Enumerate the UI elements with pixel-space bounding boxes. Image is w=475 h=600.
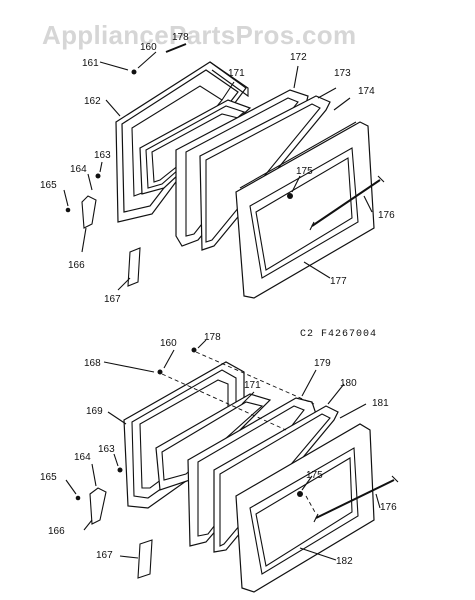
top-part-labels: 160 161 162 163 164 165 166 167 171 172 173 174 175 1… [40, 32, 395, 305]
top-part-label-160: 160 [140, 42, 157, 53]
bottom-part-label-168: 168 [84, 358, 101, 369]
top-part-label-164: 164 [70, 164, 87, 175]
bottom-part-label-164: 164 [74, 452, 91, 463]
part-175-screw-lower [297, 491, 303, 497]
part-164-hinge-bracket-lower [89, 487, 107, 525]
top-part-label-163: 163 [94, 150, 111, 161]
bottom-part-label-166: 166 [48, 526, 65, 537]
top-part-label-177: 177 [330, 276, 347, 287]
top-part-label-174: 174 [358, 86, 375, 97]
bottom-part-label-181: 181 [372, 398, 389, 409]
part-165-screw [65, 207, 71, 213]
alignment-dashes [161, 351, 317, 515]
bottom-part-label-160: 160 [160, 338, 177, 349]
top-part-label-173: 173 [334, 68, 351, 79]
part-176-handle [309, 175, 385, 231]
top-part-label-176: 176 [378, 210, 395, 221]
part-178-screw-lower [191, 347, 197, 353]
part-163-screw [95, 173, 101, 179]
top-part-label-172: 172 [290, 52, 307, 63]
part-167-trim [127, 247, 141, 287]
top-part-label-166: 166 [68, 260, 85, 271]
bottom-part-label-163: 163 [98, 444, 115, 455]
bottom-part-label-180: 180 [340, 378, 357, 389]
bottom-part-label-175: 175 [306, 470, 323, 481]
bottom-part-label-179: 179 [314, 358, 331, 369]
part-160-screw [131, 69, 137, 75]
top-part-label-162: 162 [84, 96, 101, 107]
top-part-label-161: 161 [82, 58, 99, 69]
part-177-outer-door [235, 121, 375, 299]
bottom-part-label-178: 178 [204, 332, 221, 343]
top-part-label-165: 165 [40, 180, 57, 191]
part-182-outer-door [235, 423, 375, 593]
part-173-panel [199, 95, 331, 251]
bottom-part-label-171: 171 [244, 380, 261, 391]
top-door-assembly [63, 43, 385, 299]
top-part-label-178: 178 [172, 32, 189, 43]
bottom-part-labels: 160 168 169 163 164 165 166 167 171 175 176 178 179 1… [40, 332, 397, 567]
watermark: AppliancePartsPros.com [42, 20, 356, 50]
part-175-screw [287, 193, 293, 199]
diagram-code: C2 F4267004 [300, 329, 377, 340]
part-178-clip [165, 43, 187, 53]
bottom-leader-lines [65, 339, 381, 561]
bottom-part-label-176: 176 [380, 502, 397, 513]
part-167-trim-lower [137, 539, 153, 579]
bottom-part-label-165: 165 [40, 472, 57, 483]
bottom-door-assembly [65, 339, 399, 593]
top-part-label-175: 175 [296, 166, 313, 177]
part-176-handle-lower [313, 475, 399, 523]
bottom-part-label-182: 182 [336, 556, 353, 567]
bottom-part-label-167: 167 [96, 550, 113, 561]
part-164-hinge-bracket [81, 195, 97, 229]
part-165-screw-lower [75, 495, 81, 501]
top-part-label-171: 171 [228, 68, 245, 79]
bottom-part-label-169: 169 [86, 406, 103, 417]
top-leader-lines [63, 51, 373, 291]
part-160-screw-lower [157, 369, 163, 375]
part-163-screw-lower [117, 467, 123, 473]
top-part-label-167: 167 [104, 294, 121, 305]
